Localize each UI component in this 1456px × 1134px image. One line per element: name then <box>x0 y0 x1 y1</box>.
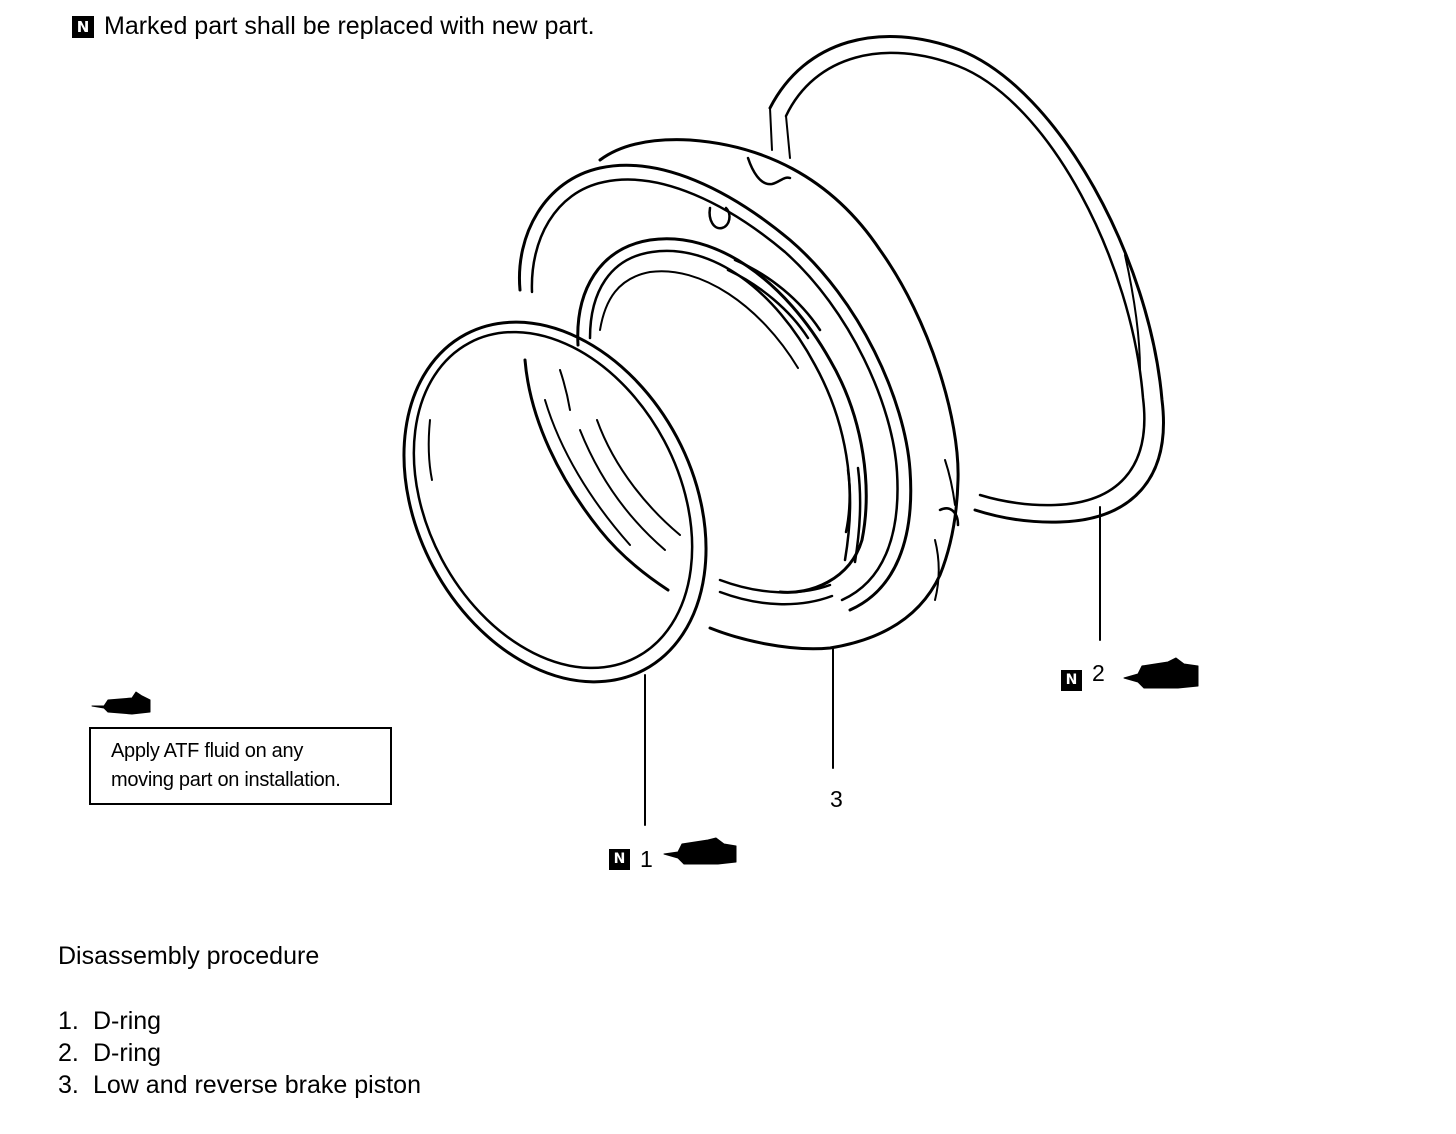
list-item: 3. Low and reverse brake piston <box>58 1069 421 1101</box>
callout-part-3: 3 <box>830 786 843 812</box>
procedure-title: Disassembly procedure <box>58 942 320 970</box>
part-number: 2 <box>1092 660 1105 686</box>
list-item-index: 2. <box>58 1039 79 1067</box>
list-item-label: Low and reverse brake piston <box>93 1071 421 1099</box>
atf-note-line-2: moving part on installation. <box>111 769 341 791</box>
replacement-note-text: Marked part shall be replaced with new p… <box>104 12 595 40</box>
atf-note-box: Apply ATF fluid on any moving part on in… <box>89 727 392 805</box>
list-item: 1. D-ring <box>58 1005 421 1037</box>
atf-fluid-icon <box>91 691 151 715</box>
list-item-index: 1. <box>58 1007 79 1035</box>
procedure-list: 1. D-ring 2. D-ring 3. Low and reverse b… <box>58 1005 421 1101</box>
part-number: 1 <box>640 846 653 872</box>
new-part-badge: N <box>1061 670 1082 691</box>
atf-note-line-1: Apply ATF fluid on any <box>111 740 304 762</box>
replacement-note: N Marked part shall be replaced with new… <box>72 12 595 41</box>
callout-part-2: N 2 <box>1061 656 1113 691</box>
brake-piston <box>517 138 960 651</box>
callout-part-1: N 1 <box>609 846 661 873</box>
atf-fluid-icon <box>663 837 737 865</box>
list-item: 2. D-ring <box>58 1037 421 1069</box>
small-d-ring <box>402 320 708 684</box>
list-item-label: D-ring <box>93 1039 162 1067</box>
new-part-badge: N <box>609 849 630 870</box>
list-item-label: D-ring <box>93 1007 162 1035</box>
atf-fluid-icon <box>1123 657 1199 689</box>
large-d-ring <box>768 34 1165 524</box>
new-part-badge: N <box>72 15 94 38</box>
list-item-index: 3. <box>58 1071 79 1099</box>
